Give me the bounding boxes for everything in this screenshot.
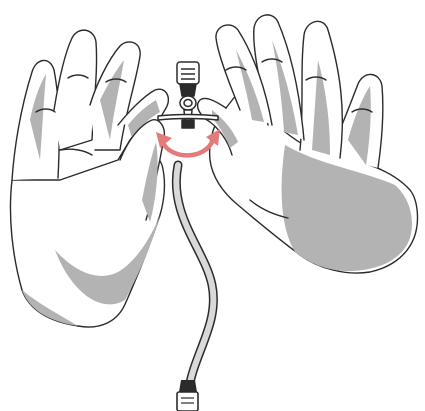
right-hand-icon bbox=[198, 15, 418, 273]
connector-plug bbox=[177, 62, 199, 84]
cable bbox=[176, 165, 213, 395]
left-ring-finger bbox=[54, 30, 97, 150]
bottom-plug-icon bbox=[177, 380, 198, 411]
left-hand-icon bbox=[10, 30, 168, 327]
